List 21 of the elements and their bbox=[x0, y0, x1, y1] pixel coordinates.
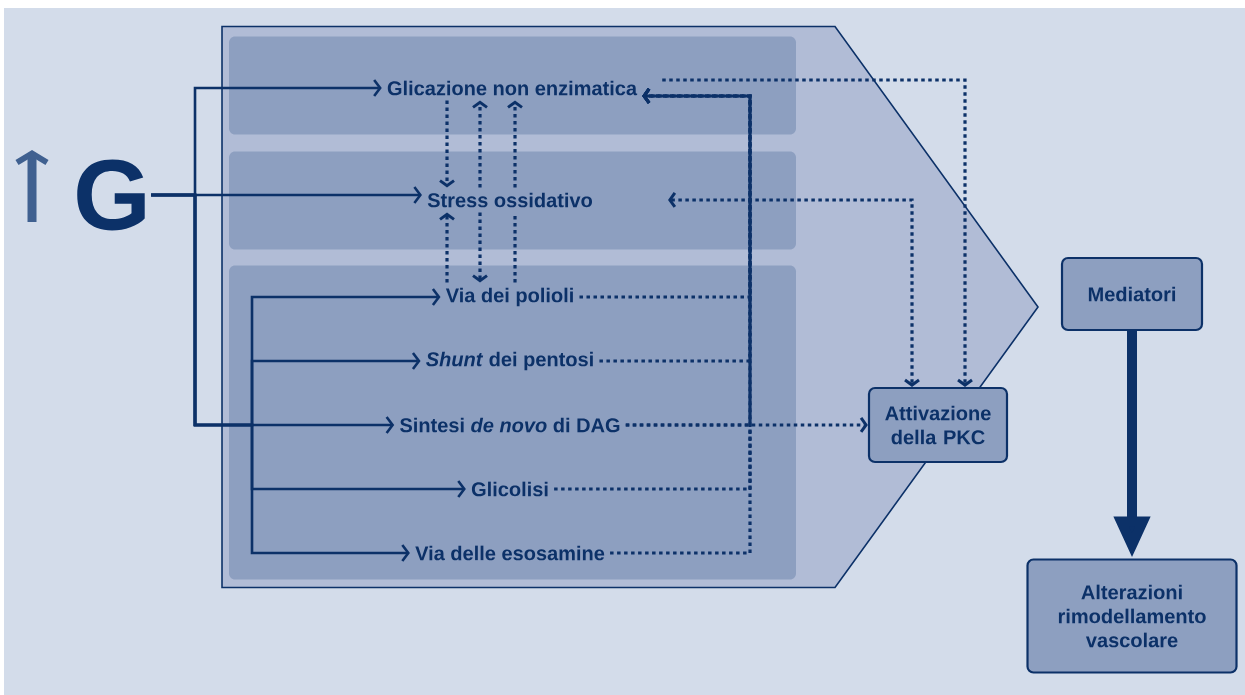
process-box: Alterazioni rimodellamento vascolare bbox=[1026, 558, 1238, 674]
pathway-label: Via delle esosamine bbox=[415, 545, 605, 561]
dotted-arrow bbox=[472, 100, 488, 188]
process-box: Attivazione della PKC bbox=[867, 386, 1009, 464]
pathway-label: Sintesi de novo di DAG bbox=[400, 417, 620, 433]
big-letter: G bbox=[77, 159, 145, 231]
arrow bbox=[151, 193, 410, 562]
dotted-arrow bbox=[507, 100, 523, 188]
dotted-arrow bbox=[662, 78, 973, 387]
dotted-arrow bbox=[439, 100, 455, 188]
process-box: Mediatori bbox=[1060, 256, 1204, 332]
dotted-arrow bbox=[472, 212, 488, 283]
dotted-arrow bbox=[625, 417, 868, 433]
pathway-label: Via dei polioli bbox=[445, 287, 573, 307]
dotted-arrow bbox=[610, 88, 752, 555]
pathway-label: Glicazione non enzimatica bbox=[387, 80, 638, 96]
dotted-arrow bbox=[439, 212, 455, 283]
pathway-label: Glicolisi bbox=[471, 481, 548, 497]
pathway-label: Shunt dei pentosi bbox=[426, 351, 593, 371]
dotted-arrow bbox=[668, 192, 920, 387]
pathway-label: Stress ossidativo bbox=[427, 192, 592, 208]
